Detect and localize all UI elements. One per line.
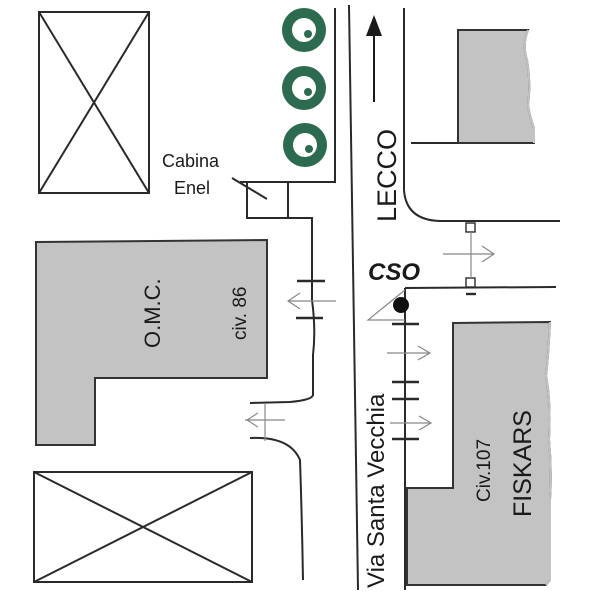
tree-icon [282, 66, 326, 110]
arrow-up-icon [366, 15, 382, 36]
enel-label: Enel [174, 178, 210, 198]
arrow-right-icon [418, 415, 433, 431]
side-street-flow [443, 222, 496, 296]
building-omc[interactable]: O.M.C. civ. 86 [35, 238, 268, 446]
tree-icon [283, 123, 327, 167]
lecco-label: LECCO [372, 129, 402, 222]
arrow-left-icon [286, 292, 301, 310]
fiskars-civic-number: Civ.107 [474, 439, 495, 502]
trees [282, 8, 327, 167]
cabina-enel[interactable]: Cabina Enel [162, 151, 289, 219]
flow-markers-right [387, 322, 433, 441]
direction-lecco: LECCO [366, 15, 402, 222]
omc-label: O.M.C. [140, 278, 165, 348]
arrow-left-icon [245, 412, 259, 428]
arrow-right-icon [417, 345, 432, 361]
cabina-label: Cabina [162, 151, 220, 171]
flow-marker-left-1 [286, 279, 336, 320]
cso-label: CSO [368, 259, 420, 286]
dot-marker-icon [393, 297, 409, 313]
street-via-santa-vecchia: Via Santa Vecchia [348, 4, 390, 591]
crossed-lot-top-left [38, 11, 150, 194]
building-fiskars[interactable]: Civ.107 FISKARS [406, 320, 552, 586]
crossed-lot-bottom-left [33, 471, 253, 583]
arrow-right-icon [481, 245, 496, 263]
left-curb [249, 217, 316, 581]
street-label: Via Santa Vecchia [363, 393, 390, 588]
tree-icon [282, 8, 326, 52]
building-top-right[interactable] [457, 29, 535, 144]
flow-marker-left-2 [245, 403, 285, 441]
omc-civic-number: civ. 86 [230, 286, 251, 340]
fiskars-label: FISKARS [509, 410, 537, 517]
cso-marker[interactable]: CSO [366, 259, 420, 321]
